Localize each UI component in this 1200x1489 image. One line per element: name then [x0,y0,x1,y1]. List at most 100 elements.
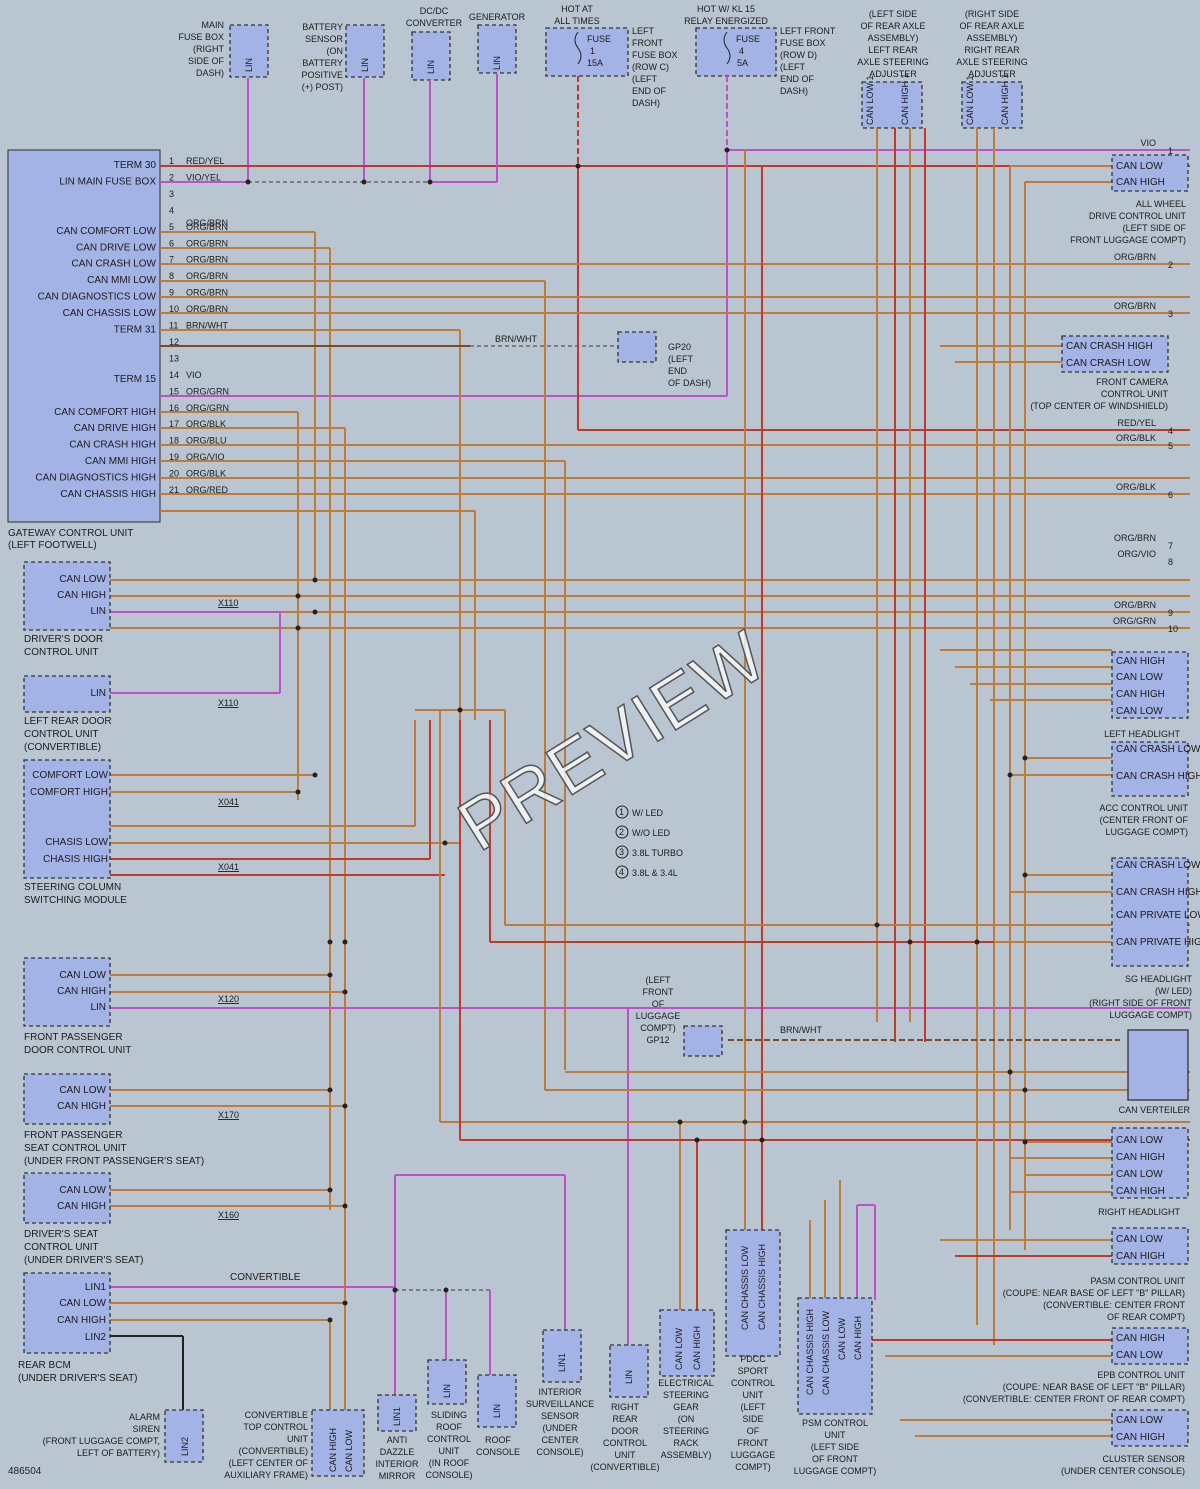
svg-text:CAN LOW: CAN LOW [344,1429,354,1472]
gateway-pin-number: 14 [169,370,179,380]
right-edge-wire: ORG/BRN [1114,600,1156,610]
junction-dot [295,625,301,631]
junction-dot [457,707,463,713]
svg-text:(CONVERTIBLE): (CONVERTIBLE) [24,742,101,753]
legend-text: 3.8L & 3.4L [632,868,678,878]
svg-text:(TOP CENTER OF WINDSHIELD): (TOP CENTER OF WINDSHIELD) [1030,401,1168,411]
svg-text:COMFORT HIGH: COMFORT HIGH [30,787,108,798]
legend-marker [615,865,629,879]
svg-text:ALL WHEEL: ALL WHEEL [1136,199,1186,209]
gateway-caption-1: GATEWAY CONTROL UNIT [8,528,133,539]
steering-column-module: COMFORT LOW COMFORT HIGH CHASIS LOW CHAS… [23,759,239,906]
svg-text:(ON: (ON [678,1414,695,1424]
svg-text:ADJUSTER: ADJUSTER [968,69,1016,79]
junction-dot [342,989,348,995]
svg-text:END: END [668,366,688,376]
right-edge-number: 6 [1168,490,1173,500]
cluster-sensor-module: CAN LOW CAN HIGH CLUSTER SENSOR (UNDER C… [1061,1409,1189,1476]
svg-text:LIN: LIN [442,1384,452,1398]
svg-text:SG HEADLIGHT: SG HEADLIGHT [1125,974,1193,984]
svg-text:LIN: LIN [624,1370,634,1384]
convertible-top-module: CAN HIGH CAN LOW CONVERTIBLE TOP CONTROL… [224,1409,365,1480]
right-edge-number: 3 [1168,309,1173,319]
svg-text:CAN LOW: CAN LOW [1116,1135,1163,1146]
gateway-pin-label: CAN MMI HIGH [85,456,156,467]
dcdc-converter [411,31,451,81]
svg-text:DOOR: DOOR [612,1426,640,1436]
svg-text:CAN LOW: CAN LOW [1116,161,1163,172]
svg-text:LUGGAGE: LUGGAGE [636,1011,681,1021]
psm-module: CAN CHASSIS HIGH CAN CHASSIS LOW CAN LOW… [794,1297,876,1476]
svg-text:CAN HIGH: CAN HIGH [1116,1432,1165,1443]
svg-text:(UNDER CENTER CONSOLE): (UNDER CENTER CONSOLE) [1061,1466,1185,1476]
svg-text:CAN LOW: CAN LOW [837,1317,847,1360]
fuse-1-side-label: LEFT FRONT FUSE BOX (ROW C) (LEFT END OF… [632,26,678,108]
gateway-pin-label: CAN DIAGNOSTICS LOW [38,292,157,303]
junction-dot [312,609,318,615]
acc-module: CAN CRASH LOW CAN CRASH HIGH ACC CONTROL… [1099,741,1200,837]
gateway-pin-label: CAN CRASH LOW [72,259,157,270]
legend-text: W/ LED [632,808,664,818]
svg-text:CONTROL: CONTROL [603,1438,647,1448]
junction-dot [361,179,367,185]
svg-text:CONVERTIBLE: CONVERTIBLE [245,1410,308,1420]
gateway-pin-number: 6 [169,238,174,248]
right-rear-door-module: LIN RIGHT REAR DOOR CONTROL UNIT (CONVER… [590,1344,660,1472]
svg-text:(IN ROOF: (IN ROOF [429,1458,470,1468]
svg-text:(RIGHT SIDE OF FRONT: (RIGHT SIDE OF FRONT [1089,998,1192,1008]
epb-module: CAN HIGH CAN LOW EPB CONTROL UNIT (COUPE… [963,1327,1189,1404]
svg-text:(CONVERTIBLE: CENTER FRONT: (CONVERTIBLE: CENTER FRONT [1043,1300,1185,1310]
svg-text:LIN2: LIN2 [85,1332,107,1343]
svg-text:UNIT: UNIT [743,1390,764,1400]
legend-text: W/O LED [632,828,671,838]
junction-dot [342,1300,348,1306]
svg-text:LUGGAGE COMPT): LUGGAGE COMPT) [1105,827,1188,837]
right-edge-wire: ORG/GRN [1113,616,1156,626]
right-edge-wire: ORG/BRN [1114,533,1156,543]
svg-text:CONSOLE): CONSOLE) [425,1470,472,1480]
svg-text:SLIDING: SLIDING [431,1410,467,1420]
svg-text:OF: OF [747,1426,760,1436]
svg-text:UNIT: UNIT [825,1430,846,1440]
anti-dazzle-mirror-module: LIN1 ANTI DAZZLE INTERIOR MIRROR [375,1394,419,1481]
svg-text:CAN CRASH LOW: CAN CRASH LOW [1066,358,1151,369]
fuse-4-inner-1: FUSE [736,34,760,44]
rear-axle-right-can-low: CAN LOW 1 [965,75,975,125]
svg-text:LIN1: LIN1 [392,1407,402,1426]
gateway-wire-color: VIO/YEL [186,172,221,182]
gateway-pin-number: 13 [169,353,179,363]
fuse-1-icon [574,31,582,65]
svg-text:FRONT PASSENGER: FRONT PASSENGER [24,1130,123,1141]
svg-text:INTERIOR: INTERIOR [538,1387,582,1397]
svg-text:BATTERY: BATTERY [302,22,343,32]
svg-text:FRONT PASSENGER: FRONT PASSENGER [24,1032,123,1043]
svg-text:COMFORT LOW: COMFORT LOW [32,770,108,781]
svg-text:LEFT OF BATTERY): LEFT OF BATTERY) [77,1448,160,1458]
junction-dot [1022,872,1028,878]
svg-text:END OF: END OF [780,74,815,84]
svg-text:OF DASH): OF DASH) [668,378,711,388]
alarm-siren-module: LIN2 ALARM SIREN (FRONT LUGGAGE COMPT, L… [43,1409,204,1463]
gateway-wire-color: ORG/BRN [186,222,228,232]
svg-text:LIN: LIN [492,1404,502,1418]
svg-text:INTERIOR: INTERIOR [375,1459,419,1469]
gateway-pin-number: 19 [169,452,179,462]
svg-text:OF REAR AXLE: OF REAR AXLE [860,21,925,31]
svg-text:ACC CONTROL UNIT: ACC CONTROL UNIT [1099,803,1188,813]
svg-text:CAN CRASH HIGH: CAN CRASH HIGH [1116,771,1200,782]
junction-dot [974,939,980,945]
svg-text:DASH): DASH) [196,68,224,78]
drivers-door-module: CAN LOW CAN HIGH LIN DRIVER'S DOOR CONTR… [23,561,238,658]
svg-text:STEERING COLUMN: STEERING COLUMN [24,882,121,893]
svg-text:RIGHT REAR: RIGHT REAR [964,45,1020,55]
svg-text:(UNDER FRONT PASSENGER'S SEAT): (UNDER FRONT PASSENGER'S SEAT) [24,1156,204,1167]
svg-text:GEAR: GEAR [673,1402,699,1412]
svg-text:(LEFT SIDE: (LEFT SIDE [869,9,917,19]
svg-text:GP12: GP12 [646,1035,669,1045]
junction-dot [1022,1139,1028,1145]
gateway-wire-color: ORG/GRN [186,403,229,413]
svg-text:CONSOLE: CONSOLE [476,1447,520,1457]
gateway-pin-number: 16 [169,403,179,413]
